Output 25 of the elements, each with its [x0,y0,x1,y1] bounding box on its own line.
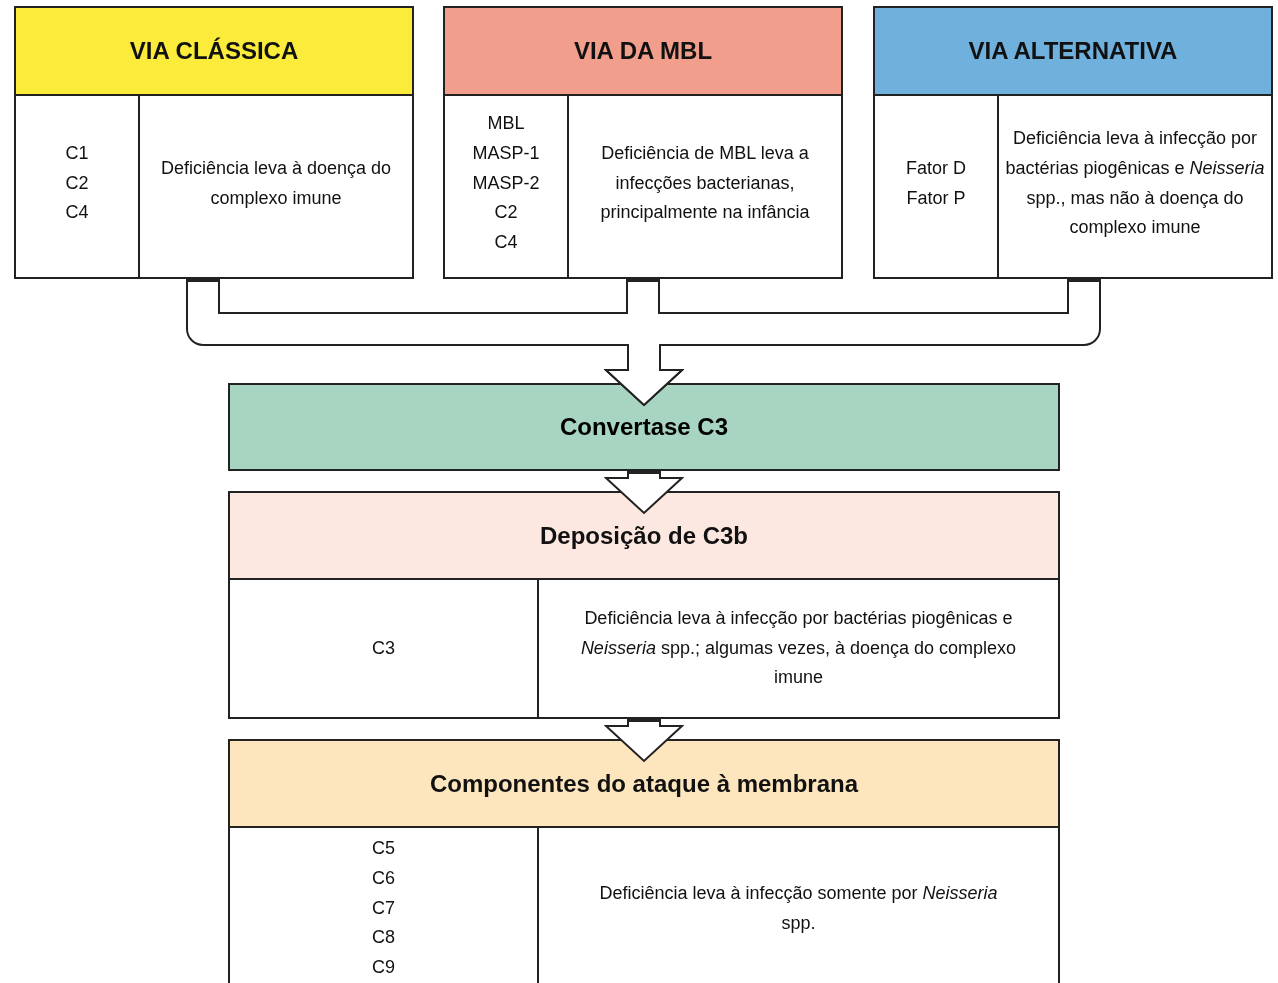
panel-heading: Deposição de C3b [539,521,749,550]
panel-heading: VIA DA MBL [573,37,713,65]
hollow-arrow [605,279,1101,406]
panel-heading: VIA ALTERNATIVA [968,37,1178,65]
cell-text: Fator D Fator P [905,156,967,210]
cell-text: Deficiência de MBL leva a infecções bacterianas, principalmente na infância [599,141,811,225]
cell-text: Deficiência leva à infecção por bactérias piogênicas e Neisseria spp.; algumas vezes, à doença do complexo imune [579,606,1018,690]
pathway-panel [443,6,843,279]
cell-text: Deficiência leva à doença do complexo imune [159,156,393,210]
cell-text: C3 [371,636,396,660]
pathway-panel [228,491,1060,719]
panel-heading: VIA CLÁSSICA [129,37,299,65]
process-box [228,383,1060,471]
cell-text: Deficiência leva à infecção por bactérias piogênicas e Neisseria spp., mas não à doença do complexo imune [1004,127,1266,240]
cell-text: C5 C6 C7 C8 C9 [371,837,396,980]
hollow-arrow [605,719,683,762]
hollow-arrow [605,471,683,514]
box-heading: Convertase C3 [559,413,729,441]
pathway-panel [14,6,414,279]
cell-text: Deficiência leva à infecção somente por Neisseria spp. [598,881,999,935]
cell-text: C1 C2 C4 [64,141,90,225]
panel-heading: Componentes do ataque à membrana [429,769,859,798]
pathway-panel [228,739,1060,983]
cell-text: MBL MASP-1 MASP-2 C2 C4 [471,112,541,255]
pathway-panel [873,6,1273,279]
